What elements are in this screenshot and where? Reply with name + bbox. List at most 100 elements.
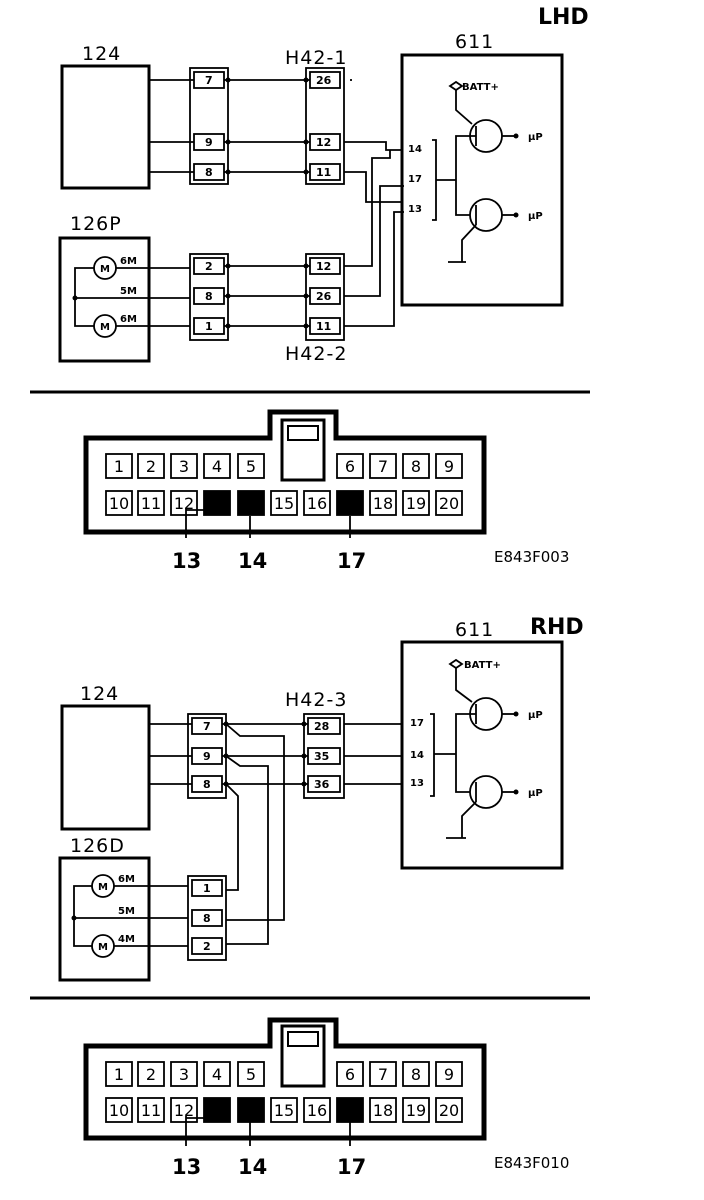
connector-cavity [105, 1097, 133, 1123]
lhd-left-top-pin-2: 9 [205, 136, 213, 149]
rhd-component-126-label: 126D [70, 835, 125, 857]
connector-cavity [435, 1061, 463, 1087]
connector-cavity-filled [336, 490, 364, 516]
rhd-ecu-internals: 17 14 13 BATT+ µP µP [410, 658, 543, 839]
connector-cavity [303, 1097, 331, 1123]
connector-pin-15: 15 [274, 1101, 294, 1120]
lhd-611-pin-a: 14 [408, 144, 422, 155]
connector-cavity-filled [203, 490, 231, 516]
lhd-connector-h42-2: 12 26 11 [305, 253, 345, 341]
connector-pin-2: 2 [146, 457, 156, 476]
lhd-component-611-label: 611 [455, 31, 494, 53]
connector-pin-7: 7 [378, 457, 388, 476]
lhd-left-bottom-pin-2: 8 [205, 290, 213, 303]
connector-cavity [369, 490, 397, 516]
svg-text:M: M [100, 322, 110, 333]
rhd-left-bottom-pin-1: 1 [203, 882, 211, 895]
connector-cavity [137, 490, 165, 516]
connector-cavity [435, 490, 463, 516]
connector-cavity [237, 453, 265, 479]
connector-pin-7: 7 [378, 1065, 388, 1084]
lhd-h42-2-label: H42-2 [285, 343, 347, 365]
lhd-component-126-label: 126P [70, 213, 122, 235]
rhd-left-top-pin-3: 8 [203, 778, 211, 791]
lhd-motor-label-1: 6M [120, 256, 137, 267]
connector-cavity [170, 453, 198, 479]
connector-pin-19: 19 [406, 494, 426, 513]
connector-cavity [137, 1061, 165, 1087]
connector-cavity [105, 453, 133, 479]
rhd-wires-upper [149, 721, 404, 945]
lhd-h42-1-label: H42-1 [285, 47, 347, 69]
connector-pin-5: 5 [246, 457, 256, 476]
lhd-title: LHD [538, 5, 589, 30]
rhd-h42-3-pin-1: 28 [314, 720, 329, 733]
rhd-611-pin-a: 17 [410, 718, 424, 729]
connector-pin-6: 6 [345, 457, 355, 476]
connector-cavity-filled [203, 1097, 231, 1123]
lhd-h42-2-pin-1: 12 [316, 260, 331, 273]
lhd-wires-upper [149, 77, 404, 203]
connector-pin-19: 19 [406, 1101, 426, 1120]
lhd-section: LHD 124 H42-1 7 9 8 26 12 11 [58, 5, 589, 365]
lhd-left-bottom-pin-3: 1 [205, 320, 213, 333]
connector-cavity [402, 490, 430, 516]
svg-text:M: M [100, 264, 110, 275]
connector-pin-15: 15 [274, 494, 294, 513]
lhd-component-124 [60, 64, 151, 190]
connector-cavity [369, 1097, 397, 1123]
connector-cavity [203, 453, 231, 479]
connector-pin-16: 16 [307, 1101, 327, 1120]
connector-pin-5: 5 [246, 1065, 256, 1084]
lhd-connector-left-bottom: 2 8 1 [189, 253, 229, 341]
connector-pin-9: 9 [444, 1065, 454, 1084]
connector-top-code: E843F003 [494, 548, 569, 566]
lhd-batt-label: BATT+ [462, 82, 499, 93]
connector-pin-10: 10 [109, 1101, 129, 1120]
connector-cavity-filled [336, 1097, 364, 1123]
svg-text:M: M [98, 942, 108, 953]
rhd-611-pin-b: 14 [410, 750, 424, 761]
connector-cavity-filled [237, 1097, 265, 1123]
lhd-component-611 [400, 53, 564, 307]
connector-top-callout-17: 17 [337, 549, 366, 573]
connector-pin-18: 18 [373, 1101, 393, 1120]
lhd-left-top-pin-3: 8 [205, 166, 213, 179]
connector-top-callout-13: 13 [172, 549, 201, 573]
rhd-left-top-pin-2: 9 [203, 750, 211, 763]
lhd-h42-1-pin-3: 11 [316, 166, 331, 179]
rhd-motors: M M 6M 5M 4M [71, 874, 192, 958]
lhd-left-top-pin-1: 7 [205, 74, 213, 87]
connector-cavity [336, 1061, 364, 1087]
connector-cavity [237, 1061, 265, 1087]
rhd-h42-3-label: H42-3 [285, 689, 347, 711]
connector-top-callout-14: 14 [238, 549, 267, 573]
rhd-h42-3-pin-2: 35 [314, 750, 329, 763]
connector-cavity [402, 1061, 430, 1087]
lhd-up-label-1: µP [528, 132, 543, 143]
connector-cavity [369, 453, 397, 479]
rhd-left-bottom-pin-2: 8 [203, 912, 211, 925]
connector-bottom-callout-13: 13 [172, 1155, 201, 1179]
connector-pin-20: 20 [439, 1101, 459, 1120]
rhd-left-top-pin-1: 7 [203, 720, 211, 733]
rhd-batt-label: BATT+ [464, 660, 501, 671]
connector-cavity [105, 490, 133, 516]
connector-cavity-filled [237, 490, 265, 516]
lhd-left-bottom-pin-1: 2 [205, 260, 213, 273]
connector-pin-9: 9 [444, 457, 454, 476]
lhd-h42-2-pin-2: 26 [316, 290, 332, 303]
connector-cavity [336, 453, 364, 479]
rhd-motor-label-1: 6M [118, 874, 135, 885]
lhd-h42-1-pin-1: 26 [316, 74, 332, 87]
connector-cavity [303, 490, 331, 516]
connector-pin-1: 1 [114, 457, 124, 476]
lhd-connector-h42-1: 26 12 11 [305, 67, 345, 185]
connector-cavity [203, 1061, 231, 1087]
rhd-connector-left-top: 7 9 8 [187, 713, 227, 799]
